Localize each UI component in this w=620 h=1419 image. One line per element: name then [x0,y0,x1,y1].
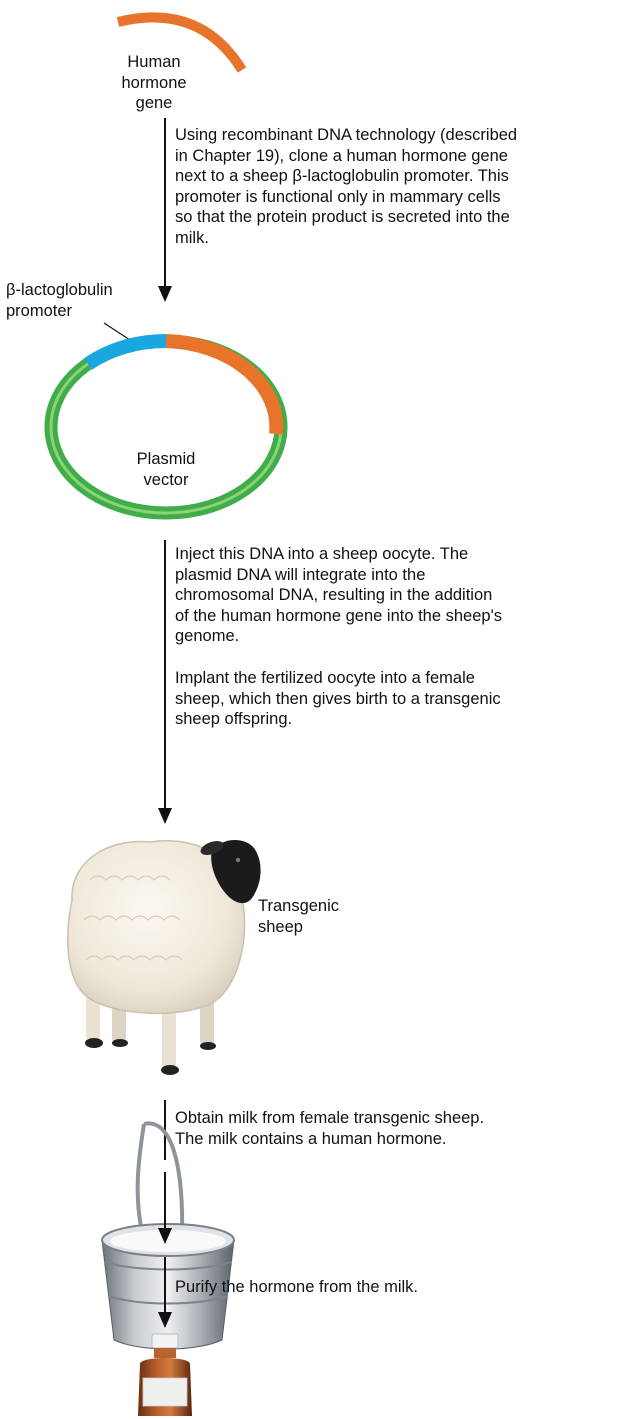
step-3-text: Implant the fertilized oocyte into a fem… [175,668,501,730]
step-1-text: Using recombinant DNA technology (descri… [175,125,517,249]
step-5-text: Purify the hormone from the milk. [175,1277,418,1298]
plasmid-label: Plasmid vector [124,449,208,490]
arrow-step-2 [158,540,172,824]
step-2-text: Inject this DNA into a sheep oocyte. The… [175,544,502,647]
arrow-step-1 [158,118,172,302]
plasmid-gene-segment [166,341,276,434]
gene-label: Human hormone gene [112,52,196,114]
promoter-label: β-lactoglobulin promoter [6,280,113,321]
step-4-text: Obtain milk from female transgenic sheep… [175,1108,484,1149]
plasmid-promoter-segment [88,341,166,364]
promoter-pointer-line [104,323,130,340]
sheep-label: Transgenic sheep [258,896,339,937]
transgenic-sheep-illustration [68,838,261,1075]
